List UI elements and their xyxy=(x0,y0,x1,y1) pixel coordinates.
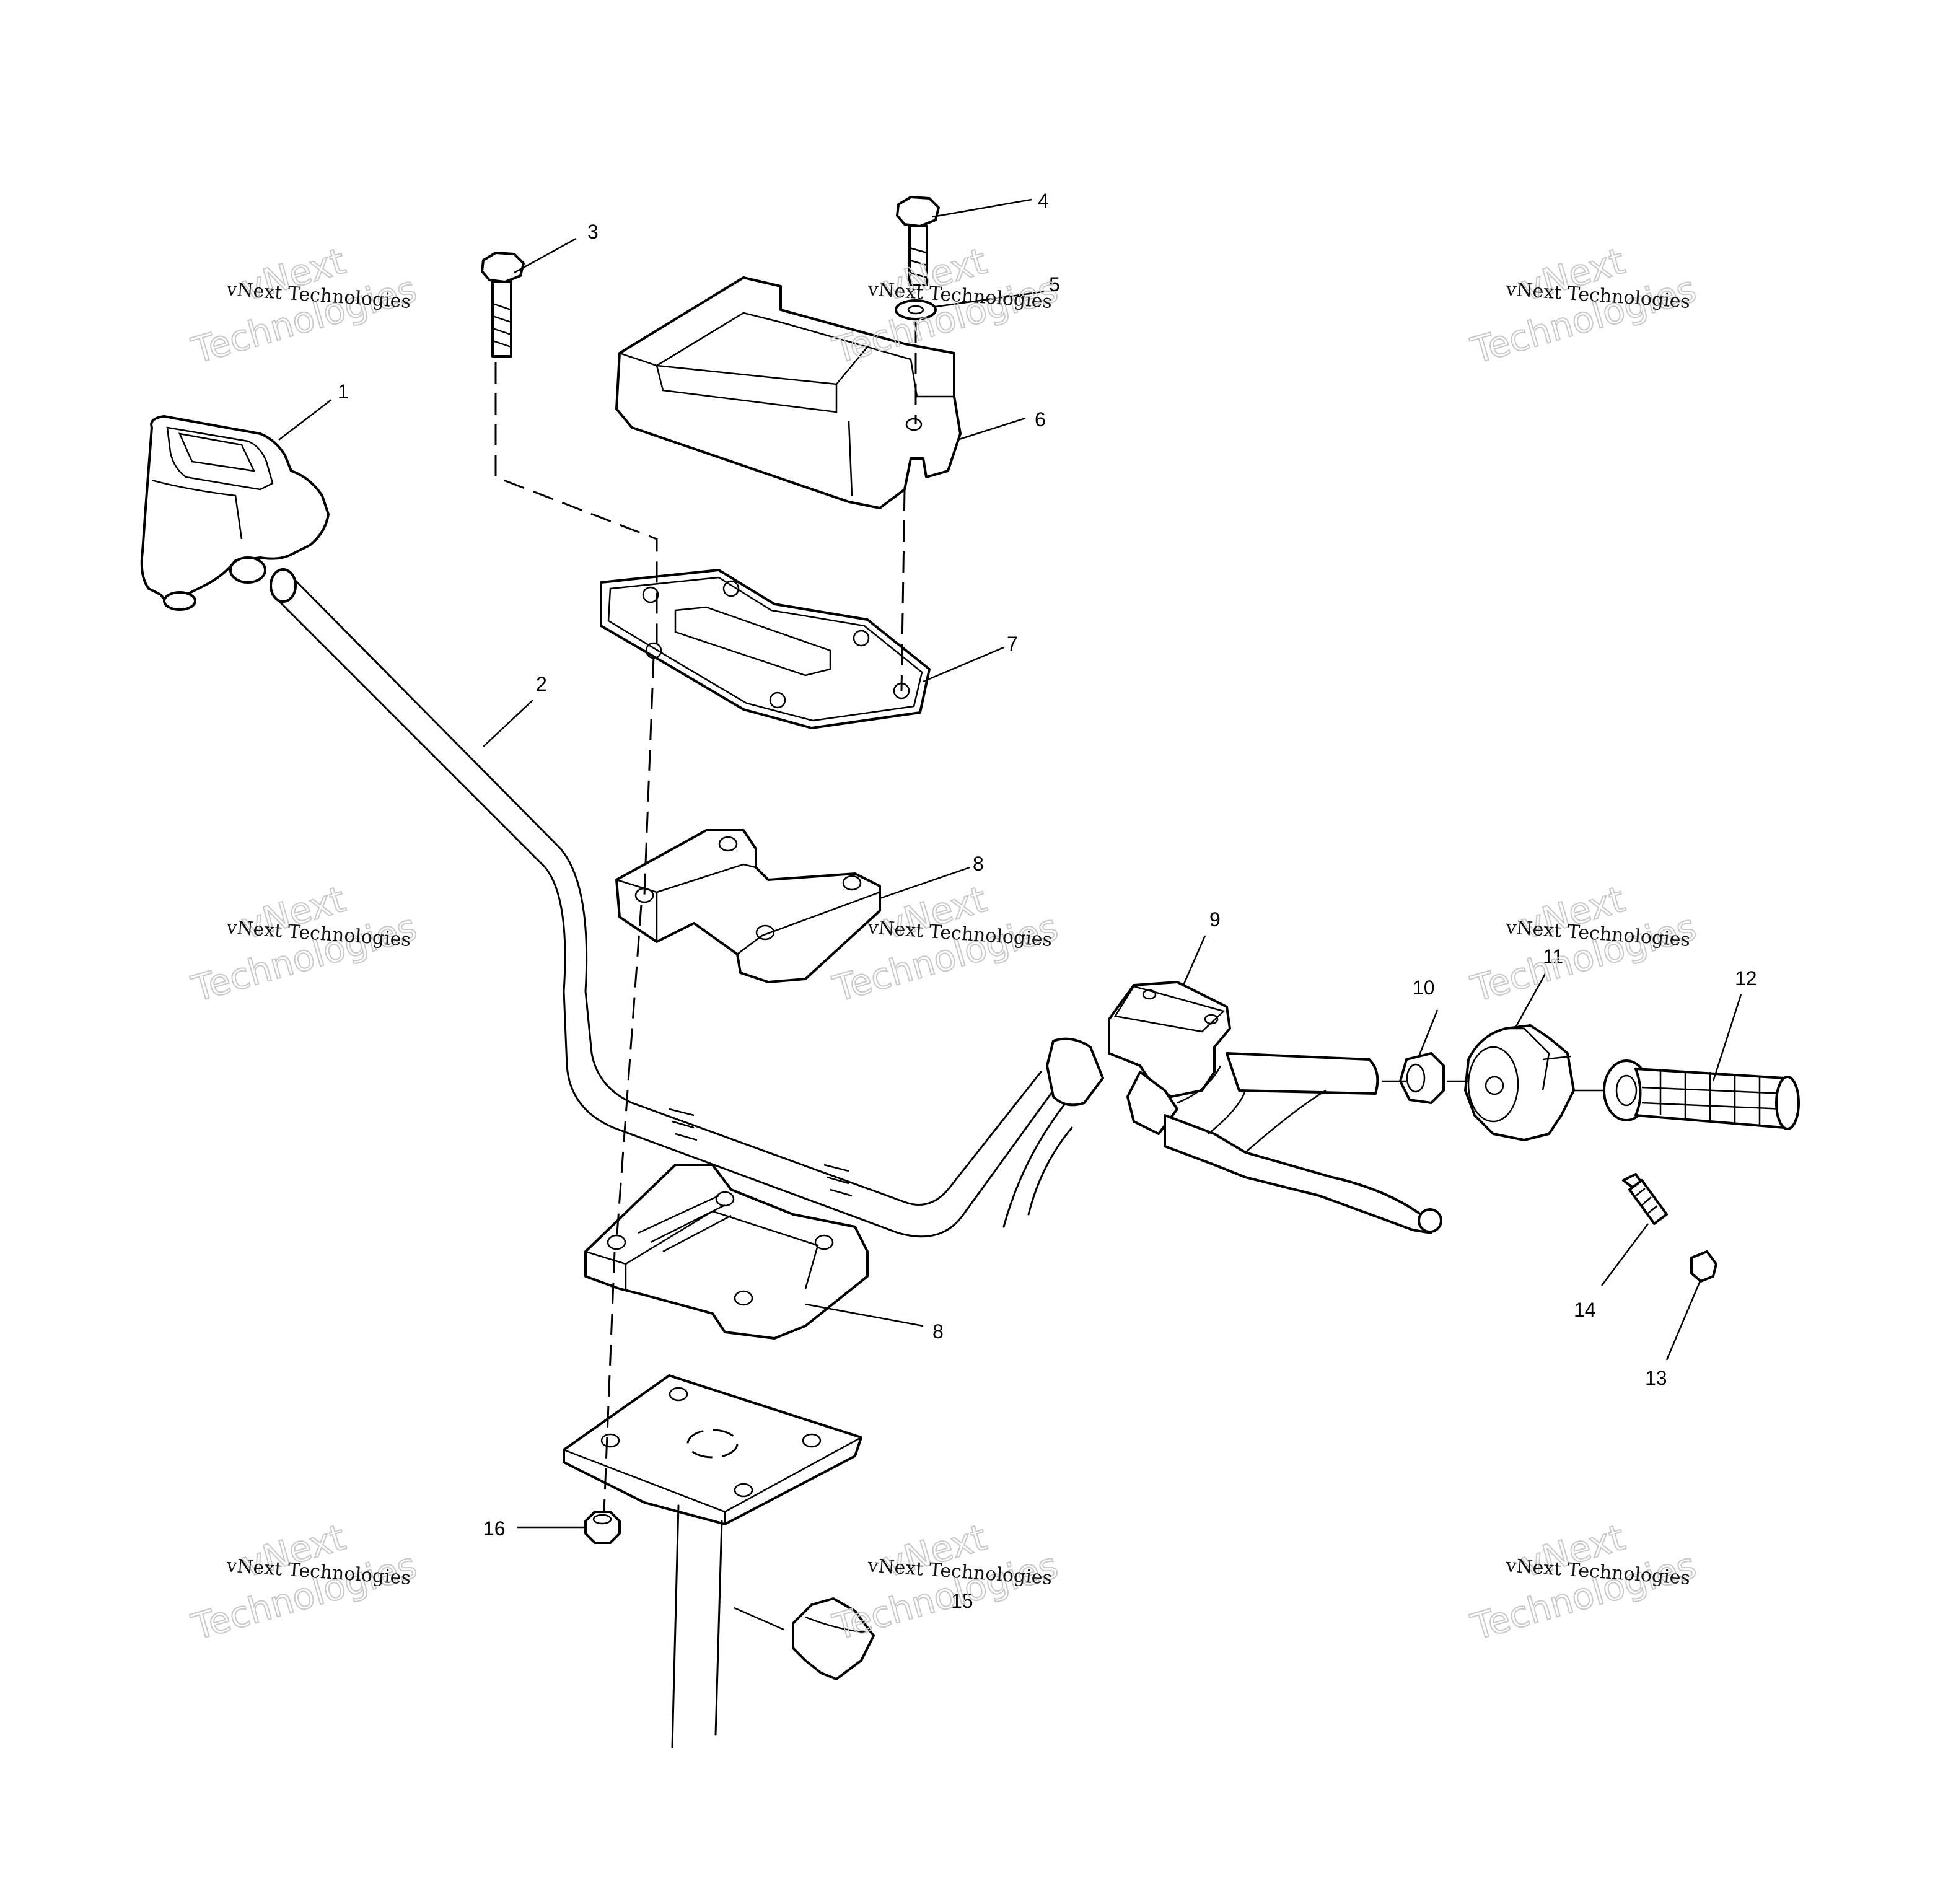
callout-labels: 1 2 3 4 5 6 7 8 8 9 10 11 12 13 14 15 16 xyxy=(338,190,1757,1612)
watermark-6: vNext Technologies vNext Technologies xyxy=(1466,877,1701,1011)
callout-12: 12 xyxy=(1735,967,1757,989)
callout-9: 9 xyxy=(1209,908,1221,931)
callout-15: 15 xyxy=(951,1590,973,1612)
part-11-throttle-housing xyxy=(1464,1024,1575,1141)
watermark-3: vNext Technologies vNext Technologies xyxy=(1466,239,1701,372)
callout-1: 1 xyxy=(338,380,349,403)
part-7-plate xyxy=(600,569,931,729)
part-16-nut xyxy=(584,1511,621,1544)
part-5-washer xyxy=(895,299,937,320)
part-2-handlebar xyxy=(270,568,1073,1238)
callout-16: 16 xyxy=(483,1517,506,1540)
callout-13: 13 xyxy=(1645,1367,1667,1389)
part-14-screw xyxy=(1622,1173,1668,1225)
callout-5: 5 xyxy=(1049,273,1060,296)
watermark-7: vNext Technologies vNext Technologies xyxy=(186,1516,422,1649)
part-8-lower-clamp xyxy=(584,1164,869,1340)
part-10-collar xyxy=(1399,1052,1445,1104)
watermark-9: vNext Technologies vNext Technologies xyxy=(1466,1516,1701,1649)
callout-6: 6 xyxy=(1035,408,1046,431)
part-3-bolt xyxy=(481,252,525,358)
watermark-1: vNext Technologies vNext Technologies xyxy=(186,239,422,372)
mounting-plate xyxy=(563,1374,862,1748)
part-4-bolt xyxy=(896,196,940,286)
part-13-plug xyxy=(1690,1250,1717,1283)
callout-2: 2 xyxy=(536,673,547,695)
callout-8-lower: 8 xyxy=(932,1320,944,1343)
callout-11: 11 xyxy=(1543,945,1563,968)
part-8-upper-clamp xyxy=(615,829,881,983)
alignment-lines xyxy=(494,322,1605,1512)
part-12-grip xyxy=(1603,1059,1800,1130)
callout-3: 3 xyxy=(587,221,599,243)
part-15-clip xyxy=(792,1597,875,1680)
part-6-cover xyxy=(615,276,962,509)
callout-14: 14 xyxy=(1574,1299,1596,1321)
callout-10: 10 xyxy=(1413,976,1435,999)
watermark-8: vNext Technologies vNext Technologies xyxy=(828,1516,1063,1649)
leader-lines xyxy=(278,198,1742,1631)
part-1-switch-housing xyxy=(140,415,330,611)
part-9-master-cylinder xyxy=(1046,981,1442,1234)
callout-8-upper: 8 xyxy=(973,853,984,875)
watermark-4: vNext Technologies vNext Technologies xyxy=(186,877,422,1011)
callout-4: 4 xyxy=(1038,190,1049,212)
callout-7: 7 xyxy=(1007,633,1018,655)
